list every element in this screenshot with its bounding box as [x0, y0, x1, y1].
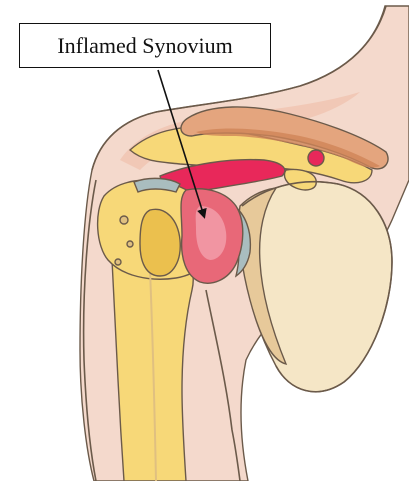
bone-spot [120, 216, 128, 224]
label-text: Inflamed Synovium [57, 33, 232, 59]
bone-spot [127, 241, 133, 247]
label-box: Inflamed Synovium [19, 23, 271, 68]
inflamed-spot [308, 150, 324, 166]
bone-spot [115, 259, 121, 265]
